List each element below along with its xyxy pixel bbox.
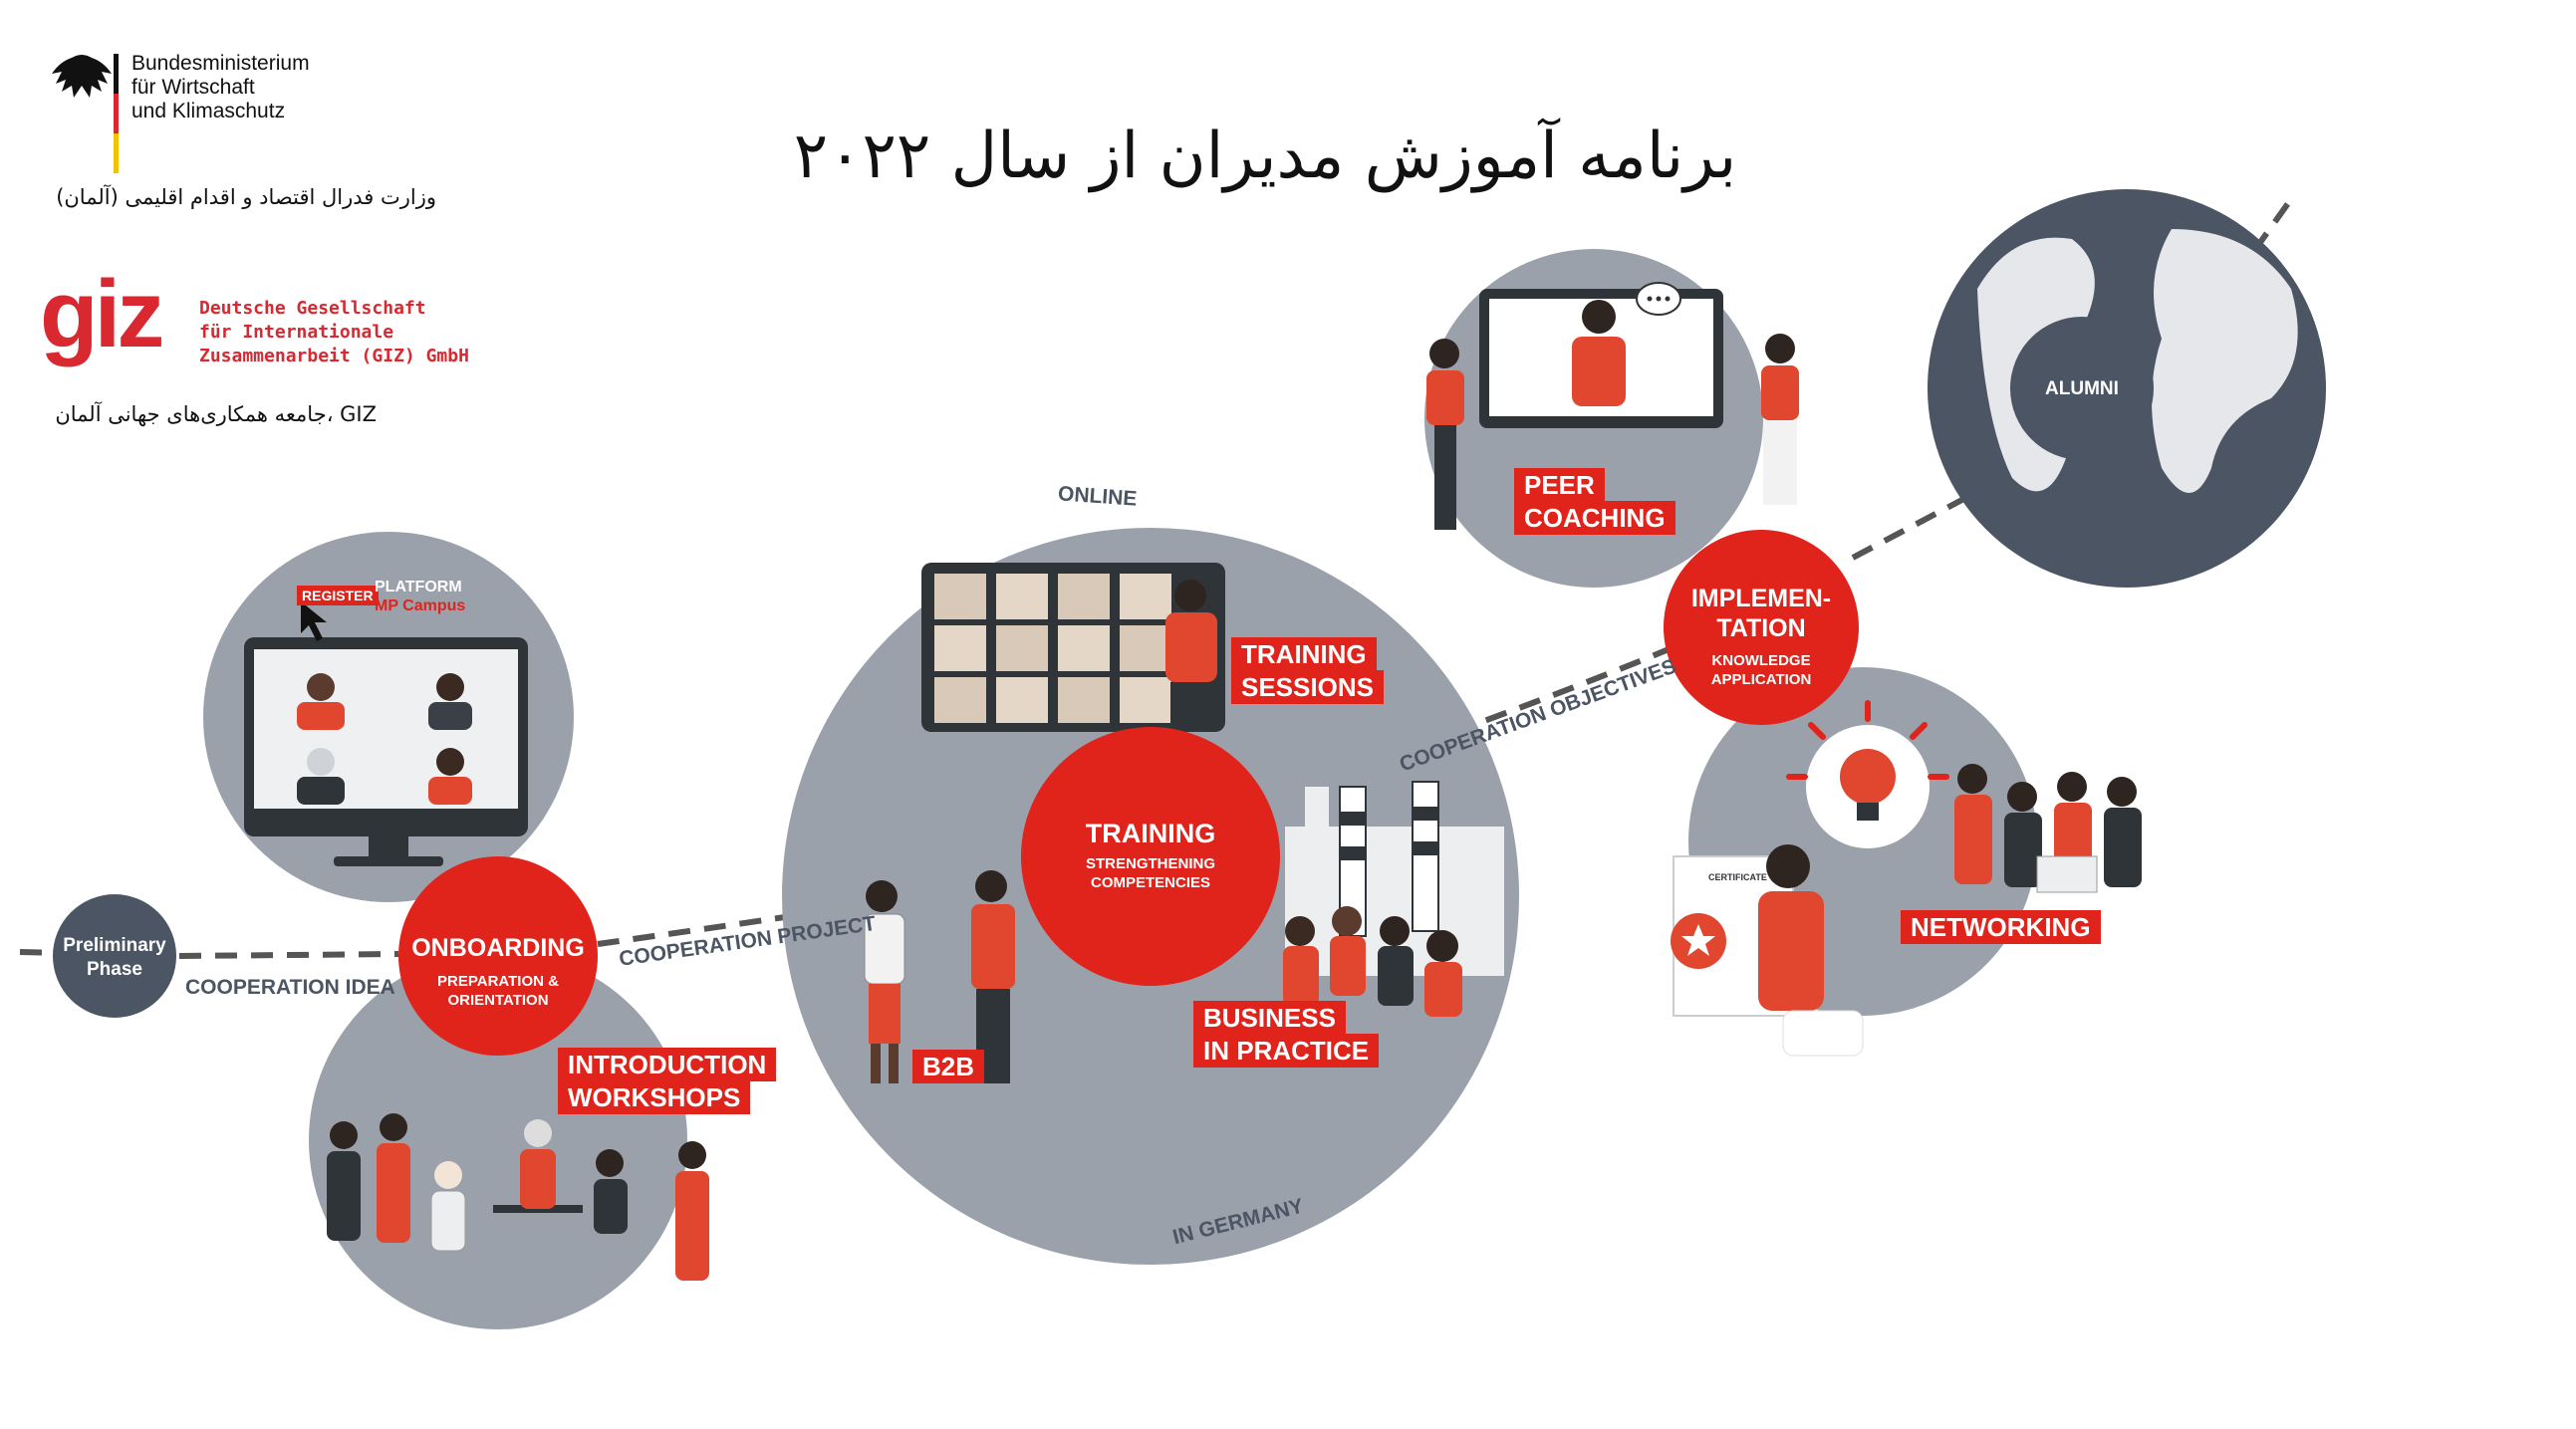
implementation-sub-line: KNOWLEDGE	[1711, 652, 1811, 669]
training-sub-line: STRENGTHENING	[1085, 855, 1215, 872]
implementation-sub-line: APPLICATION	[1710, 671, 1812, 688]
onboarding-hub	[398, 856, 598, 1056]
cooperation-idea-label: COOPERATION IDEA	[185, 976, 395, 999]
platform-line: PLATFORM	[375, 579, 462, 595]
ministry-line: Bundesministerium	[131, 52, 310, 75]
person-body	[428, 777, 472, 805]
onboarding-sub-line: PREPARATION &	[437, 973, 559, 990]
coach-body	[1572, 337, 1626, 406]
introduction-workshops-label: WORKSHOPS	[558, 1080, 751, 1114]
training-sessions-label: TRAINING	[1231, 637, 1377, 671]
giz-name-fa: GIZ ،جامعه همکاری‌های جهانی آلمان	[55, 402, 377, 426]
implementation-line: TATION	[1716, 614, 1806, 642]
flag-bar-black	[114, 54, 119, 94]
person-avatar	[307, 748, 335, 776]
networking-team	[1954, 764, 2142, 893]
giz-line: Deutsche Gesellschaft	[199, 298, 426, 319]
person-avatar	[307, 673, 335, 701]
platform-line: MP Campus	[375, 597, 466, 614]
training-sessions-line: TRAINING	[1241, 639, 1367, 669]
journey-path	[178, 951, 399, 959]
person-body	[428, 702, 472, 730]
eagle-icon	[52, 55, 112, 98]
training-title: TRAINING	[1085, 819, 1216, 848]
certificate-label: CERTIFICATE	[1708, 872, 1767, 882]
video-wall-faces	[934, 574, 1171, 723]
person-avatar	[436, 673, 464, 701]
implementation-sub: KNOWLEDGE APPLICATION	[1664, 651, 1859, 689]
peer-line: COACHING	[1524, 503, 1666, 533]
platform-label: PLATFORM MP Campus	[375, 578, 465, 615]
person-avatar	[436, 748, 464, 776]
implementation-title: IMPLEMEN- TATION	[1664, 584, 1859, 643]
b2b-figures	[864, 870, 1015, 1083]
peer-line: PEER	[1524, 470, 1595, 500]
business-line: IN PRACTICE	[1203, 1036, 1370, 1066]
coach-head	[1582, 300, 1616, 334]
presenter-head	[1174, 580, 1206, 611]
register-button[interactable]: REGISTER	[297, 586, 379, 605]
monitor-base	[334, 856, 443, 866]
training-sessions-label: SESSIONS	[1231, 670, 1384, 704]
ministry-line: für Wirtschaft	[131, 76, 255, 99]
giz-logo: giz	[40, 261, 164, 367]
presenter-body	[1165, 612, 1217, 682]
implementation-line: IMPLEMEN-	[1690, 585, 1832, 612]
introduction-line: WORKSHOPS	[568, 1082, 741, 1112]
lightbulb-icon	[1840, 749, 1896, 805]
monitor-screen	[254, 649, 518, 809]
training-hub	[1021, 727, 1280, 986]
flag-bar-red	[114, 94, 119, 133]
business-team	[1283, 906, 1462, 1017]
networking-label: NETWORKING	[1901, 910, 2101, 944]
lightbulb-rays	[1786, 700, 1949, 780]
workshop-people	[327, 1113, 709, 1281]
person-body	[297, 702, 345, 730]
b2b-label: B2B	[912, 1050, 985, 1083]
onboarding-sub-line: ORIENTATION	[447, 992, 549, 1009]
training-sub: STRENGTHENING COMPETENCIES	[1031, 854, 1270, 892]
cursor-icon	[301, 601, 327, 641]
training-sessions-line: SESSIONS	[1241, 672, 1374, 702]
onboarding-sub: PREPARATION & ORIENTATION	[398, 972, 598, 1010]
preliminary-line: Preliminary	[63, 935, 166, 956]
business-in-practice-label: BUSINESS	[1193, 1001, 1346, 1035]
business-in-practice-label: IN PRACTICE	[1193, 1034, 1380, 1068]
video-tiles	[297, 673, 472, 805]
coaching-participants	[1426, 334, 1799, 530]
preliminary-circle	[53, 894, 176, 1018]
giz-line: für Internationale	[199, 322, 394, 343]
onboarding-title: ONBOARDING	[411, 934, 585, 962]
ministry-name: Bundesministerium für Wirtschaft und Kli…	[131, 52, 310, 123]
training-sub-line: COMPETENCIES	[1090, 874, 1210, 891]
implementation-hub	[1664, 530, 1859, 725]
preliminary-phase-label: Preliminary Phase	[53, 934, 176, 982]
thinking-man	[1758, 844, 1864, 1057]
person-body	[297, 777, 345, 805]
globe-continent	[2152, 229, 2298, 493]
introduction-workshops-label: INTRODUCTION	[558, 1048, 777, 1081]
alumni-circle	[2010, 317, 2154, 460]
presenter-legs	[1170, 682, 1212, 732]
peer-coaching-label: COACHING	[1514, 501, 1675, 535]
page-title: برنامه آموزش مدیران از سال ۲۰۲۲	[793, 119, 1737, 193]
business-line: BUSINESS	[1203, 1003, 1336, 1033]
ministry-name-fa: وزارت فدرال اقتصاد و اقدام اقلیمی (آلمان…	[56, 185, 436, 209]
peer-coaching-label: PEER	[1514, 468, 1605, 502]
flag-bar-gold	[114, 133, 119, 173]
introduction-line: INTRODUCTION	[568, 1050, 767, 1079]
giz-line: Zusammenarbeit (GIZ) GmbH	[199, 346, 469, 366]
ministry-line: und Klimaschutz	[131, 100, 286, 122]
alumni-label: ALUMNI	[2045, 378, 2119, 399]
giz-full-name: Deutsche Gesellschaft für Internationale…	[199, 297, 469, 368]
preliminary-line: Phase	[87, 959, 142, 980]
